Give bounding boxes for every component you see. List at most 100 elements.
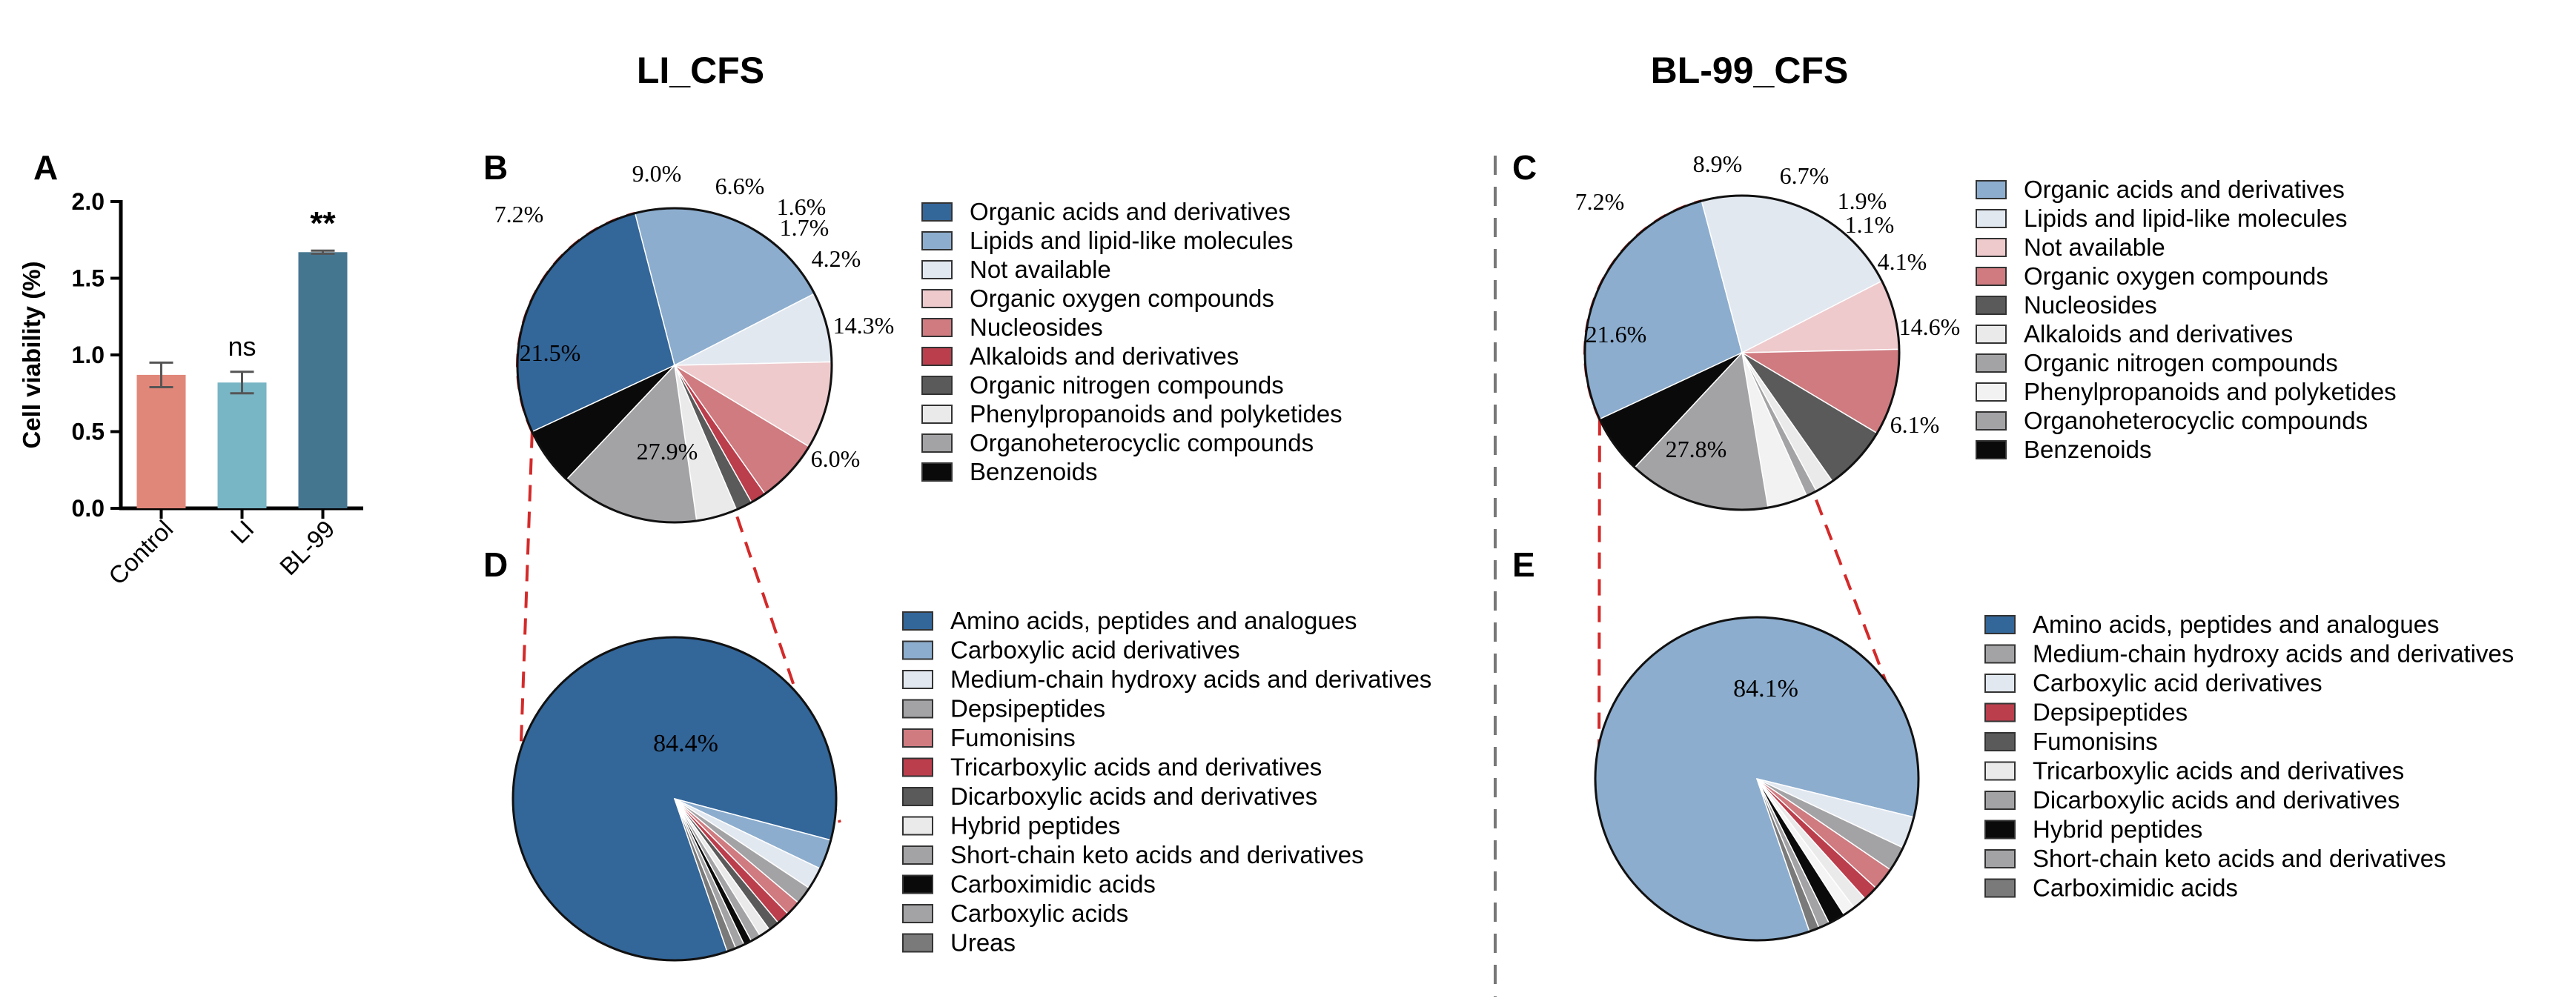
legend-label: Alkaloids and derivatives (970, 342, 1239, 370)
pie-slice-label: 6.1% (1890, 411, 1940, 438)
pie-slice-label: 21.5% (520, 339, 581, 366)
x-tick-label: LI (225, 515, 259, 549)
legend-swatch (1984, 820, 2016, 840)
legend-label: Tricarboxylic acids and derivatives (950, 754, 1322, 781)
legend-swatch (1976, 411, 2007, 431)
legend-swatch (1984, 878, 2016, 898)
legend-label: Carboxylic acid derivatives (950, 637, 1240, 664)
y-tick-label: 2.0 (72, 188, 105, 215)
legend-swatch (1984, 644, 2016, 664)
pie-outline (516, 207, 833, 524)
legend-label: Dicarboxylic acids and derivatives (2033, 786, 2400, 814)
legend-label: Carboxylic acids (950, 900, 1128, 927)
panel-letter-e: E (1512, 545, 1535, 584)
panel-letter-a: A (33, 148, 58, 187)
legend-swatch (1976, 238, 2007, 257)
panel-letter-d: D (483, 545, 508, 584)
legend-label: Ureas (950, 929, 1016, 957)
pie-slice-label: 8.9% (1693, 150, 1743, 177)
legend-swatch (902, 670, 933, 689)
pie-chart-d: 84.4% (511, 636, 838, 962)
legend-label: Phenylpropanoids and polyketides (970, 400, 1342, 428)
legend-swatch (1984, 849, 2016, 868)
x-tick-label: BL-99 (274, 515, 340, 580)
legend-swatch (1984, 615, 2016, 634)
legend-swatch (1984, 732, 2016, 751)
legend-label: Medium-chain hydroxy acids and derivativ… (2033, 640, 2514, 668)
legend-label: Alkaloids and derivatives (2024, 320, 2293, 348)
legend-label: Not available (2024, 233, 2165, 261)
legend-swatch (902, 640, 933, 660)
significance-label: ns (228, 331, 256, 362)
pie-slice-label: 84.4% (653, 730, 718, 757)
legend-swatch (1984, 761, 2016, 781)
pie-slice-label: 84.1% (1733, 675, 1798, 702)
connector-line (1597, 419, 1601, 779)
y-tick-label: 0.5 (72, 419, 105, 445)
legend-label: Depsipeptides (2033, 699, 2188, 726)
legend-swatch (902, 699, 933, 719)
legend-label: Organic acids and derivatives (2024, 176, 2345, 203)
legend-label: Carboximidic acids (2033, 874, 2238, 902)
pie-chart-b: 27.9%21.5%7.2%9.0%6.6%1.6%1.7%4.2%14.3%6… (494, 160, 895, 524)
pie-slice-label: 21.6% (1586, 321, 1647, 348)
pie-slice-label: 6.0% (811, 445, 861, 472)
pie-chart-c: 27.8%21.6%7.2%8.9%6.7%1.9%1.1%4.1%14.6%6… (1575, 150, 1960, 511)
legend-swatch (1976, 267, 2007, 286)
legend-label: Nucleosides (970, 313, 1103, 341)
y-axis-label: Cell viability (%) (18, 261, 45, 448)
legend-swatch (921, 347, 953, 366)
pie-slice-label: 1.6% (777, 193, 827, 220)
legend-swatch (1976, 209, 2007, 228)
legend-label: Short-chain keto acids and derivatives (2033, 845, 2446, 872)
y-tick-label: 1.0 (72, 342, 105, 368)
pie-slice-label: 14.3% (833, 312, 895, 339)
legend-label: Not available (970, 256, 1111, 283)
connector-line (517, 431, 534, 805)
pie-slice-label: 1.9% (1838, 187, 1887, 214)
legend-swatch (921, 405, 953, 424)
legend-swatch (902, 611, 933, 631)
legend-label: Amino acids, peptides and analogues (950, 607, 1357, 634)
y-tick-label: 1.5 (72, 265, 105, 292)
legend-label: Carboximidic acids (950, 871, 1156, 898)
pie-slice-label: 27.9% (637, 438, 698, 465)
legend-swatch (902, 816, 933, 836)
legend-swatch (1984, 674, 2016, 693)
x-tick-label: Control (103, 515, 178, 590)
legend-swatch (1976, 353, 2007, 373)
pie-chart-e: 84.1% (1594, 616, 1920, 942)
legend-label: Organic nitrogen compounds (970, 371, 1284, 399)
pie-slice-label: 4.1% (1878, 248, 1927, 275)
legend-label: Organic oxygen compounds (2024, 262, 2328, 290)
pie-slice-label: 6.6% (715, 173, 765, 199)
pie-slice-label: 27.8% (1666, 436, 1727, 462)
legend-swatch (902, 933, 933, 953)
legend-swatch (921, 318, 953, 337)
legend-label: Short-chain keto acids and derivatives (950, 841, 1364, 868)
title-bl99-cfs: BL-99_CFS (1651, 50, 1849, 91)
pie-slice-label: 9.0% (632, 160, 682, 187)
legend-label: Organic acids and derivatives (970, 198, 1291, 225)
legend-swatch (902, 728, 933, 748)
panel-letter-b: B (483, 148, 508, 187)
y-tick-label: 0.0 (72, 495, 105, 522)
legend-swatch (921, 289, 953, 308)
panel-letter-c: C (1512, 148, 1537, 187)
legend-swatch (902, 787, 933, 806)
legend-label: Medium-chain hydroxy acids and derivativ… (950, 665, 1431, 693)
bar-bl-99 (298, 252, 348, 508)
bar-li (217, 382, 267, 508)
legend-swatch (902, 874, 933, 894)
legend-label: Phenylpropanoids and polyketides (2024, 378, 2397, 405)
legend-swatch (1976, 296, 2007, 315)
legend-swatch (921, 462, 953, 482)
pie-outline (1594, 616, 1920, 942)
legend-label: Nucleosides (2024, 291, 2157, 319)
legend-label: Fumonisins (950, 724, 1076, 751)
legend-label: Depsipeptides (950, 695, 1105, 722)
pie-slice-label: 6.7% (1780, 162, 1830, 189)
legend-label: Carboxylic acid derivatives (2033, 669, 2322, 697)
